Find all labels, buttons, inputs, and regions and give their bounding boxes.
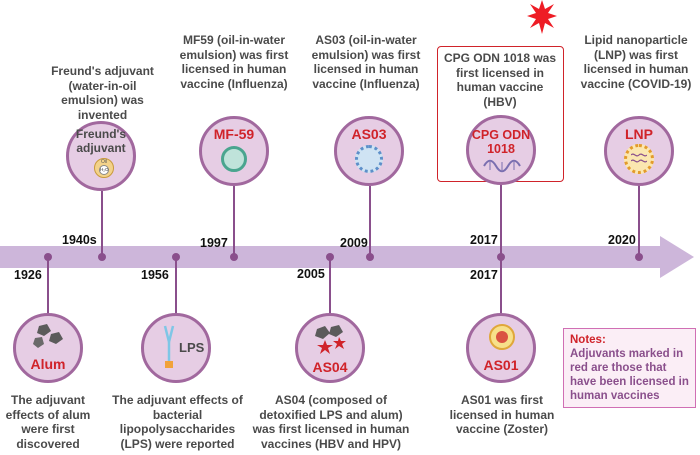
as04-particles-icon [315, 325, 346, 354]
year-2009: 2009 [340, 236, 368, 250]
circle-lnp: LNP [604, 116, 674, 186]
desc-2020: Lipid nanoparticle (LNP) was first licen… [580, 33, 692, 91]
liposome-icon [489, 324, 515, 350]
oil-text: Oil [100, 159, 108, 165]
node-2009 [366, 253, 374, 261]
label-lnp: LNP [625, 126, 653, 142]
desc-1940s: Freund's adjuvant (water-in-oil emulsion… [51, 64, 154, 122]
stem-1940s [101, 191, 103, 257]
circle-lps: LPS [141, 313, 211, 383]
oil-in-water-droplet-icon [221, 146, 247, 172]
stem-2017-as01 [500, 257, 502, 315]
label-alum: Alum [30, 356, 66, 372]
year-1956: 1956 [141, 268, 169, 282]
year-1926: 1926 [14, 268, 42, 282]
circle-mf59: MF-59 [199, 116, 269, 186]
desc-1926: The adjuvant effects of alum were first … [5, 393, 91, 451]
label-as01: AS01 [483, 357, 519, 373]
desc-2017-as01: AS01 was first licensed in human vaccine… [449, 393, 555, 436]
liposome-core-icon [496, 331, 508, 343]
notes-title: Notes: [570, 334, 606, 346]
label-freunds: Freund's adjuvant [75, 127, 127, 155]
notes-text: Adjuvants marked in red are those that h… [570, 348, 689, 402]
circle-cpg: CPG ODN 1018 [466, 115, 536, 185]
year-2017-as01: 2017 [470, 268, 498, 282]
label-cpg: CPG ODN 1018 [471, 128, 531, 156]
stem-1997 [233, 186, 235, 257]
node-1956 [172, 253, 180, 261]
year-1997: 1997 [200, 236, 228, 250]
desc-1956: The adjuvant effects of bacterial lipopo… [112, 393, 243, 451]
stem-1926 [47, 257, 49, 315]
node-1926 [44, 253, 52, 261]
timeline-arrowhead [660, 236, 694, 278]
node-2005 [326, 253, 334, 261]
desc-1997: MF59 (oil-in-water emulsion) was first l… [179, 33, 289, 91]
circle-as04: AS04 [295, 313, 365, 383]
notes-box: Notes: Adjuvants marked in red are those… [563, 328, 696, 408]
alum-crystals-icon [33, 324, 63, 348]
circle-as03: AS03 [334, 116, 404, 186]
lps-molecule-icon [163, 325, 175, 368]
label-as03: AS03 [351, 126, 387, 142]
label-as04: AS04 [312, 359, 348, 375]
burst-star-icon [527, 0, 557, 34]
stem-2005 [329, 257, 331, 315]
stem-1956 [175, 257, 177, 315]
emulsion-droplet-icon: Oil H₂O [94, 158, 114, 178]
node-2020 [635, 253, 643, 261]
desc-2009: AS03 (oil-in-water emulsion) was first l… [311, 33, 421, 91]
label-lps: LPS [179, 340, 205, 355]
year-2005: 2005 [297, 267, 325, 281]
node-1940s [98, 253, 106, 261]
stem-2020 [638, 186, 640, 257]
mrna-icon [631, 153, 647, 163]
year-2017-cpg: 2017 [470, 233, 498, 247]
water-text: H₂O [99, 165, 109, 175]
node-1997 [230, 253, 238, 261]
emulsion-droplet-icon [355, 145, 383, 173]
dna-strand-icon [483, 159, 521, 173]
stem-2017-cpg [500, 185, 502, 257]
year-1940s: 1940s [62, 233, 97, 247]
circle-freunds: Freund's adjuvant Oil H₂O [66, 121, 136, 191]
lipid-nanoparticle-icon [624, 144, 654, 174]
desc-2005: AS04 (composed of detoxified LPS and alu… [252, 393, 410, 451]
circle-alum: Alum [13, 313, 83, 383]
stem-2009 [369, 186, 371, 257]
circle-as01: AS01 [466, 313, 536, 383]
year-2020: 2020 [608, 233, 636, 247]
label-mf59: MF-59 [213, 126, 255, 142]
desc-2017-cpg: CPG ODN 1018 was first licensed in human… [443, 51, 557, 109]
